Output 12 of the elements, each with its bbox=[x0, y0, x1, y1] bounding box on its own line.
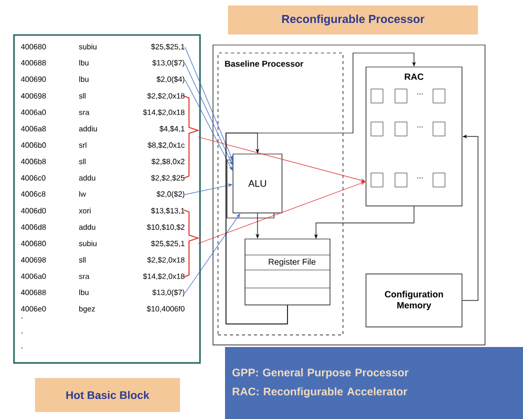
bracket bbox=[184, 209, 200, 278]
memory-box: Configuration Memory bbox=[366, 274, 462, 328]
arrow bbox=[462, 134, 478, 301]
arrow bbox=[226, 132, 288, 324]
register-file-box: Register File bbox=[244, 238, 330, 306]
code-listing-box bbox=[13, 34, 201, 364]
definition-panel: GPP: General Purpose Processor RAC: Reconfigurable Accelerator bbox=[225, 346, 523, 419]
bracket bbox=[184, 96, 200, 178]
title-banner: Reconfigurable Processor bbox=[228, 6, 478, 34]
label-banner: Hot Basic Block bbox=[35, 378, 180, 412]
ellipsis: ... bbox=[417, 126, 423, 128]
alu-box: ALU bbox=[226, 154, 282, 218]
